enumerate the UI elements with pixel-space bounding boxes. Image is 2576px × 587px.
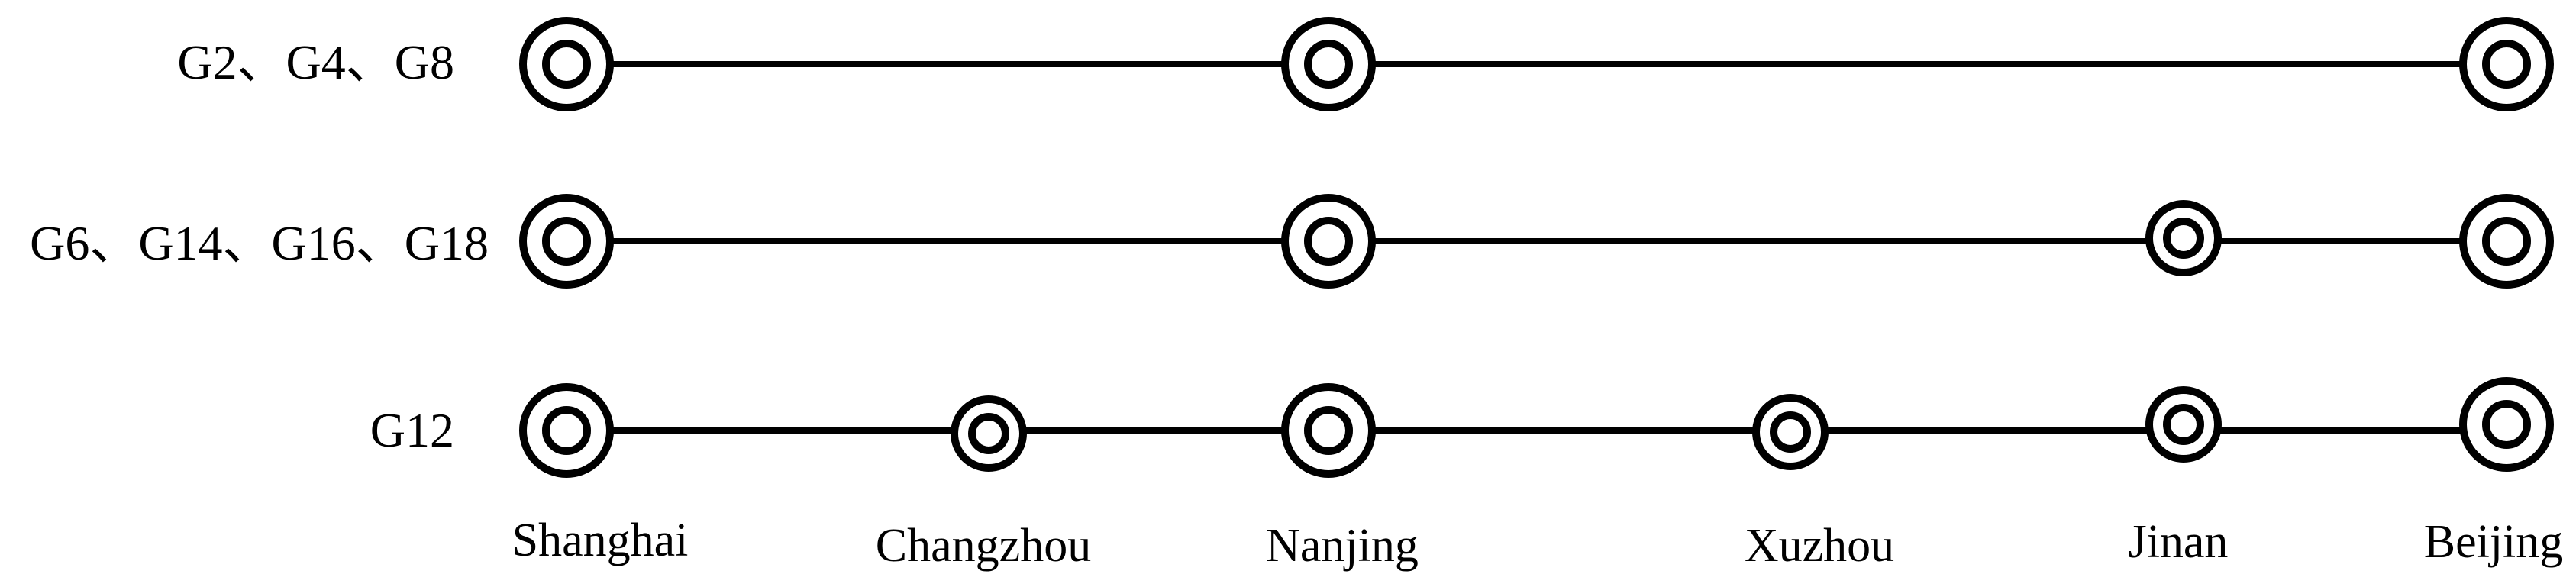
city-label-nanjing: Nanjing [1266,520,1419,572]
station-shanghai-inner [542,217,591,266]
station-beijing-inner [2482,400,2531,449]
city-label-xuzhou: Xuzhou [1745,520,1894,572]
station-changzhou-inner [968,413,1009,454]
station-nanjing-inner [1304,406,1353,455]
city-label-beijing: Beijing [2424,516,2564,568]
city-label-changzhou: Changzhou [876,520,1091,572]
station-shanghai-inner [542,40,591,89]
station-shanghai-inner [542,406,591,455]
station-beijing-inner [2482,217,2531,266]
route-label-g12: G12 [370,403,454,457]
station-xuzhou-inner [1770,411,1811,453]
route-label-g2-g4-g8: G2、G4、G8 [177,35,454,89]
station-nanjing-inner [1304,217,1353,266]
route-label-g6-g14-g16-g18: G6、G14、G16、G18 [30,216,489,270]
station-beijing-inner [2482,40,2531,89]
city-label-shanghai: Shanghai [512,514,689,566]
station-nanjing-inner [1304,40,1353,89]
city-label-jinan: Jinan [2129,516,2229,568]
station-jinan-inner [2163,218,2204,259]
station-jinan-inner [2163,404,2204,445]
